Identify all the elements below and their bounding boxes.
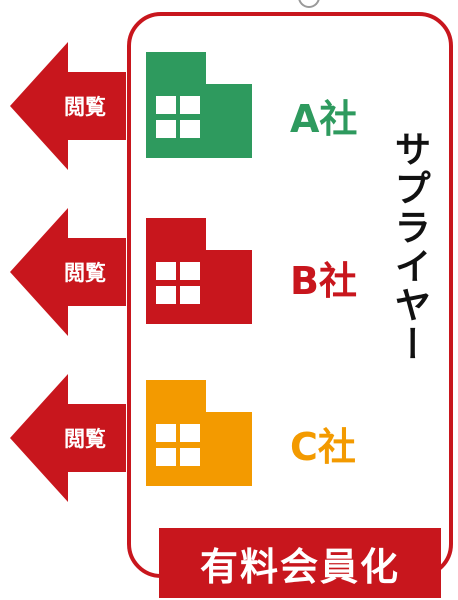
supplier-label: サプライヤー (388, 130, 431, 364)
left-arrow-icon (10, 208, 126, 336)
view-label: 閲覧 (64, 261, 106, 285)
view-label: 閲覧 (64, 95, 106, 119)
building-c-icon (146, 380, 252, 486)
view-arrow-c: 閲覧 (10, 374, 126, 502)
view-arrow-a: 閲覧 (10, 42, 126, 170)
paid-membership-banner: 有料会員化 (159, 528, 441, 598)
company-c-label: C社 (290, 425, 356, 469)
building-a-icon (146, 52, 252, 158)
view-label: 閲覧 (64, 427, 106, 451)
connector-mark (298, 0, 320, 8)
left-arrow-icon (10, 42, 126, 170)
left-arrow-icon (10, 374, 126, 502)
company-b-label: B社 (290, 259, 357, 303)
building-b-icon (146, 218, 252, 324)
view-arrow-b: 閲覧 (10, 208, 126, 336)
company-a-label: A社 (290, 97, 358, 141)
